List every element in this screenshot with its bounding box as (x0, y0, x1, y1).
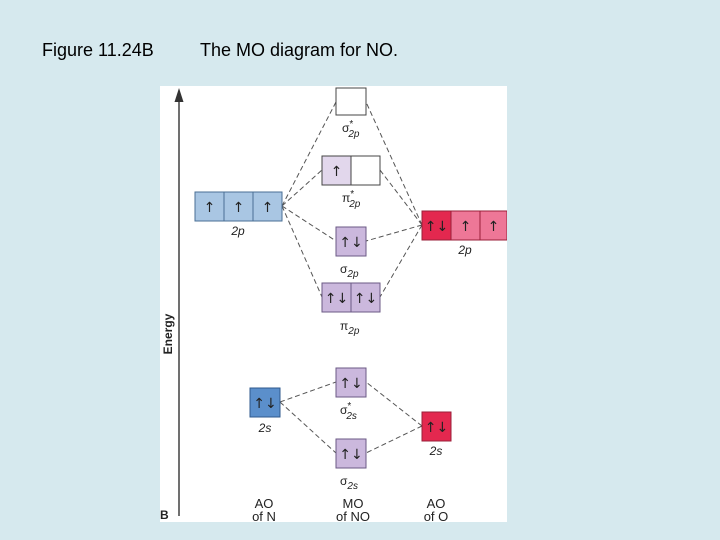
sigma-2s-star-orbital: ↑↓ σ*2s (335, 367, 367, 422)
n-2p-orbital: ↑ ↑ ↑ 2p (194, 191, 283, 238)
correlation-lines (279, 101, 423, 454)
electron-arrow: ↑ (204, 200, 216, 216)
electron-arrow: ↑↓ (339, 235, 362, 251)
sigma-2s-label: σ2s (340, 474, 358, 492)
o-2p-label: 2p (457, 243, 472, 257)
electron-arrow: ↑ (460, 219, 472, 235)
electron-arrow: ↑↓ (339, 376, 362, 392)
column-label: of N (252, 509, 276, 522)
sigma-2p-label: σ2p (340, 262, 359, 280)
o-2s-orbital: ↑↓ 2s (421, 411, 452, 458)
n-2s-label: 2s (258, 421, 272, 435)
figure-title: The MO diagram for NO. (200, 40, 399, 60)
energy-axis-label: Energy (161, 313, 175, 354)
column-labels: AO of N MO of NO AO of O (252, 496, 448, 522)
sigma-2s-orbital: ↑↓ σ2s (335, 438, 367, 492)
electron-arrow: ↑ (233, 200, 245, 216)
pi-2p-star-label: π*2p (342, 189, 361, 210)
o-2s-label: 2s (429, 444, 443, 458)
energy-axis-arrowhead (174, 88, 184, 102)
sigma-2p-star-orbital: σ*2p (335, 87, 367, 140)
n-2p-label: 2p (230, 224, 245, 238)
sigma-2s-star-label: σ*2s (340, 401, 357, 422)
electron-arrow: ↑ (488, 219, 500, 235)
electron-arrow: ↑ (331, 164, 343, 180)
column-label: of O (424, 509, 449, 522)
figure-label: Figure 11.24B (42, 40, 154, 60)
sigma-2p-star-label: σ*2p (342, 119, 360, 140)
electron-arrow: ↑↓ (253, 396, 276, 412)
panel-letter: B (160, 508, 169, 522)
column-label: of NO (336, 509, 370, 522)
electron-arrow: ↑↓ (425, 219, 448, 235)
electron-arrow: ↑↓ (339, 447, 362, 463)
pi-2p-label: π2p (340, 319, 360, 337)
n-2s-orbital: ↑↓ 2s (249, 387, 281, 435)
electron-arrow: ↑↓ (425, 420, 448, 436)
pi-2p-orbital: ↑↓ ↑↓ π2p (321, 282, 381, 337)
mo-diagram-svg: Energy B ↑ ↑ ↑ (160, 87, 507, 522)
column-label: MO (343, 496, 364, 511)
column-label: AO (427, 496, 446, 511)
electron-arrow: ↑↓ (354, 291, 377, 307)
electron-arrow: ↑↓ (325, 291, 348, 307)
o-2p-orbital: ↑↓ ↑ ↑ 2p (421, 210, 507, 257)
electron-arrow: ↑ (262, 200, 274, 216)
sigma-2p-orbital: ↑↓ σ2p (335, 226, 367, 280)
mo-diagram-panel: Energy B ↑ ↑ ↑ (160, 86, 507, 522)
pi-2p-star-orbital: ↑ π*2p (321, 155, 381, 210)
column-label: AO (255, 496, 274, 511)
